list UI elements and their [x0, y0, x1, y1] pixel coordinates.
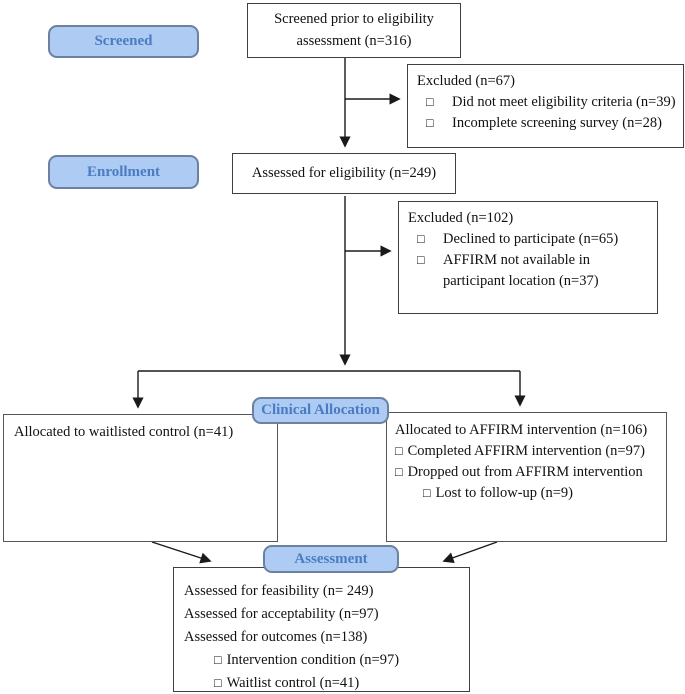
checkbox-glyph: □: [417, 232, 425, 247]
list-sub-item: □ Lost to follow-up (n=9): [423, 483, 658, 504]
box-affirm-intervention: Allocated to AFFIRM intervention (n=106)…: [386, 412, 667, 542]
checkbox-glyph: □: [214, 675, 222, 690]
box-assessment-outcomes: Assessed for feasibility (n= 249) Assess…: [173, 567, 470, 692]
box-screened-prior-text: Screened prior to eligibility assessment…: [274, 11, 434, 49]
box-excluded-enrollment: Excluded (n=102) □ Declined to participa…: [398, 201, 658, 314]
list-item-text: Intervention condition (n=97): [226, 651, 400, 668]
stage-label-clinical-allocation-text: Clinical Allocation: [261, 402, 380, 418]
list-item: □ Completed AFFIRM intervention (n=97): [395, 441, 658, 462]
checkbox-glyph: □: [417, 253, 425, 268]
list-item: □ Intervention condition (n=97): [214, 649, 459, 672]
checkbox-glyph: □: [214, 652, 222, 667]
list-item: □ AFFIRM not available in participant lo…: [408, 250, 648, 292]
stage-label-enrollment-text: Enrollment: [86, 163, 161, 180]
box-assessed-eligibility: Assessed for eligibility (n=249): [232, 153, 456, 194]
list-item-text: Declined to participate (n=65): [443, 231, 619, 248]
box-waitlist-control-text: Allocated to waitlisted control (n=41): [14, 424, 234, 440]
list-sub-item-text: Lost to follow-up (n=9): [435, 485, 574, 502]
excluded-enrollment-title: Excluded (n=102): [408, 210, 514, 226]
stage-label-assessment: Assessment: [263, 545, 399, 573]
list-item: □ Declined to participate (n=65): [408, 229, 648, 250]
box-waitlist-control: Allocated to waitlisted control (n=41): [3, 414, 278, 542]
checkbox-glyph: □: [395, 465, 403, 480]
assessment-line: Assessed for feasibility (n= 249): [184, 583, 374, 599]
list-item-text: AFFIRM not available in participant loca…: [443, 252, 599, 290]
box-assessed-eligibility-text: Assessed for eligibility (n=249): [251, 164, 437, 181]
list-item: □ Incomplete screening survey (n=28): [417, 113, 674, 134]
list-item: □ Dropped out from AFFIRM intervention: [395, 462, 658, 483]
stage-label-enrollment: Enrollment: [48, 155, 199, 189]
list-item-text: Dropped out from AFFIRM intervention: [407, 464, 643, 481]
box-screened-prior: Screened prior to eligibility assessment…: [247, 3, 461, 58]
excluded-screening-title: Excluded (n=67): [417, 73, 515, 89]
list-item-text: Incomplete screening survey (n=28): [452, 115, 662, 132]
stage-label-screened-text: Screened: [94, 33, 153, 49]
assessment-line: Assessed for acceptability (n=97): [184, 605, 379, 622]
list-item-text: Completed AFFIRM intervention (n=97): [407, 443, 645, 460]
list-item: □ Did not meet eligibility criteria (n=3…: [417, 92, 676, 113]
checkbox-glyph: □: [426, 116, 434, 131]
arrow-waitlist-to-assessment: [151, 541, 212, 564]
stage-label-assessment-text: Assessment: [294, 550, 368, 567]
list-item: □ Waitlist control (n=41): [214, 672, 459, 694]
checkbox-glyph: □: [423, 486, 431, 501]
checkbox-glyph: □: [395, 444, 403, 459]
list-item-text: Did not meet eligibility criteria (n=39): [452, 94, 676, 111]
box-excluded-screening: Excluded (n=67) □ Did not meet eligibili…: [407, 64, 684, 148]
checkbox-glyph: □: [426, 95, 434, 110]
stage-label-screened: Screened: [48, 25, 199, 58]
box-affirm-intervention-title: Allocated to AFFIRM intervention (n=106): [395, 422, 648, 438]
list-item-text: Waitlist control (n=41): [226, 674, 360, 691]
arrow-affirm-to-assessment: [442, 541, 498, 564]
stage-label-clinical-allocation: Clinical Allocation: [252, 397, 389, 424]
assessment-line: Assessed for outcomes (n=138): [184, 628, 368, 645]
